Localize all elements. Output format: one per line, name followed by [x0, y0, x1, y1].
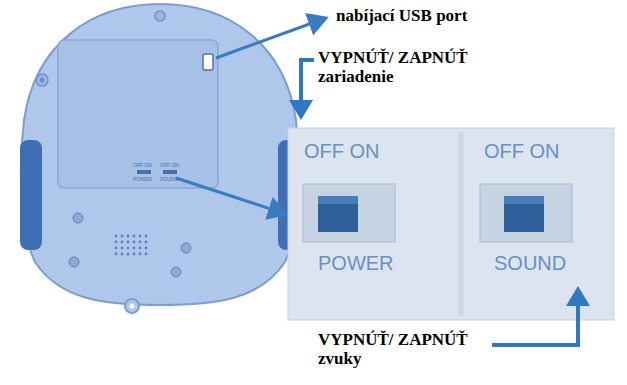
- device-switch-label: OFF ON: [160, 162, 179, 168]
- speaker-hole: [145, 253, 148, 256]
- speaker-hole: [121, 235, 124, 238]
- speaker-hole: [127, 241, 130, 244]
- speaker-hole: [121, 241, 124, 244]
- device-switch-label: SOUND: [160, 176, 178, 182]
- device-switch-label: OFF ON: [133, 162, 152, 168]
- switch-state-label: OFF ON: [484, 140, 560, 162]
- callout-label: VYPNÚŤ/ ZAPNÚŤ zariadenie: [318, 48, 498, 86]
- switch-name: SOUND: [494, 252, 566, 274]
- speaker-hole: [115, 247, 118, 250]
- speaker-hole: [139, 241, 142, 244]
- speaker-hole: [127, 235, 130, 238]
- speaker-hole: [133, 253, 136, 256]
- switch-name: POWER: [318, 252, 394, 274]
- callout-label: nabíjací USB port: [336, 6, 467, 25]
- speaker-hole: [115, 241, 118, 244]
- speaker-hole: [139, 247, 142, 250]
- speaker-hole: [145, 241, 148, 244]
- callout-label: VYPNÚŤ/ ZAPNÚŤ zvuky: [318, 330, 486, 368]
- speaker-hole: [139, 253, 142, 256]
- speaker-hole: [133, 241, 136, 244]
- speaker-hole: [121, 247, 124, 250]
- speaker-hole: [127, 253, 130, 256]
- speaker-hole: [133, 247, 136, 250]
- speaker-hole: [121, 253, 124, 256]
- speaker-hole: [115, 253, 118, 256]
- speaker-hole: [145, 247, 148, 250]
- switch-state-label: OFF ON: [304, 140, 380, 162]
- device-switch-label: POWER: [133, 176, 152, 182]
- speaker-hole: [145, 235, 148, 238]
- speaker-hole: [139, 235, 142, 238]
- speaker-hole: [133, 235, 136, 238]
- speaker-hole: [127, 247, 130, 250]
- speaker-hole: [115, 235, 118, 238]
